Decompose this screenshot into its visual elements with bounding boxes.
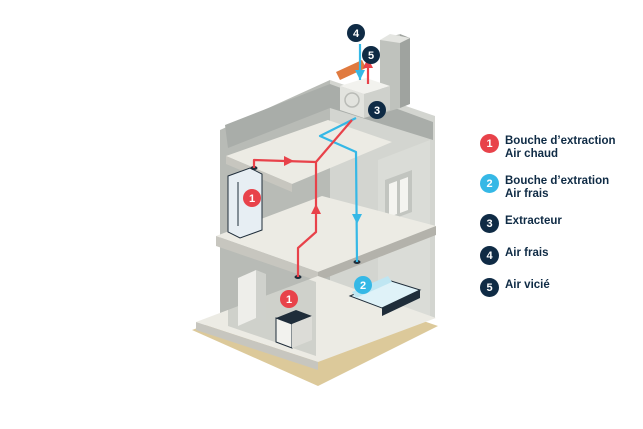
marker-2-living: 2 bbox=[354, 276, 372, 294]
middle-floor bbox=[216, 196, 436, 272]
svg-text:3: 3 bbox=[374, 105, 380, 117]
marker-1-bathroom: 1 bbox=[243, 189, 261, 207]
extractor-fan bbox=[344, 92, 360, 108]
legend-badge-1: 1 bbox=[480, 134, 499, 153]
legend-label-4: Air frais bbox=[505, 247, 549, 259]
fresh-air-intake-arrow bbox=[355, 70, 365, 80]
extract-duct-bathroom bbox=[252, 158, 317, 168]
fresh-air-arrow-down bbox=[352, 214, 362, 224]
svg-text:4: 4 bbox=[353, 28, 360, 40]
legend-item-4: 4 Air frais bbox=[480, 246, 548, 265]
svg-text:1: 1 bbox=[286, 294, 292, 306]
extractor-unit-front bbox=[340, 86, 364, 118]
legend-badge-5: 5 bbox=[480, 278, 499, 297]
extract-duct bbox=[296, 119, 353, 277]
marker-1-kitchen: 1 bbox=[280, 290, 298, 308]
window-pane-left bbox=[389, 181, 397, 217]
marker-5: 5 bbox=[362, 46, 380, 64]
sofa-front bbox=[382, 290, 420, 316]
chimney-side bbox=[400, 34, 410, 108]
extractor-unit-top bbox=[340, 78, 390, 94]
marker-3: 3 bbox=[368, 101, 386, 119]
legend-label-5: Air vicié bbox=[505, 279, 550, 291]
attic-floor bbox=[226, 120, 392, 184]
extract-arrow-up bbox=[311, 204, 321, 214]
svg-text:1: 1 bbox=[249, 193, 255, 205]
legend-item-5: 5 Air vicié bbox=[480, 278, 550, 297]
attic-wall bbox=[225, 84, 433, 148]
fridge-front bbox=[238, 270, 256, 326]
legend-item-3: 3 Extracteur bbox=[480, 214, 562, 233]
middle-floor-edge bbox=[216, 236, 318, 281]
stove-top bbox=[276, 310, 312, 324]
ground-floor-edge bbox=[196, 322, 318, 370]
svg-text:5: 5 bbox=[368, 50, 374, 62]
marker-4: 4 bbox=[347, 24, 365, 42]
exhaust-pipe bbox=[336, 60, 366, 80]
extract-arrow-right bbox=[284, 156, 294, 166]
legend-label-3: Extracteur bbox=[505, 215, 562, 227]
fresh-air-duct bbox=[318, 117, 359, 263]
legend-badge-3: 3 bbox=[480, 214, 499, 233]
middle-floor-edge-right bbox=[318, 226, 436, 281]
window-pane-right bbox=[400, 177, 408, 213]
svg-text:2: 2 bbox=[360, 280, 366, 292]
legend-badge-4: 4 bbox=[480, 246, 499, 265]
fridge-side bbox=[256, 270, 266, 322]
legend-badge-2: 2 bbox=[480, 174, 499, 193]
chimney-top bbox=[380, 34, 410, 43]
stove-side bbox=[292, 316, 312, 348]
